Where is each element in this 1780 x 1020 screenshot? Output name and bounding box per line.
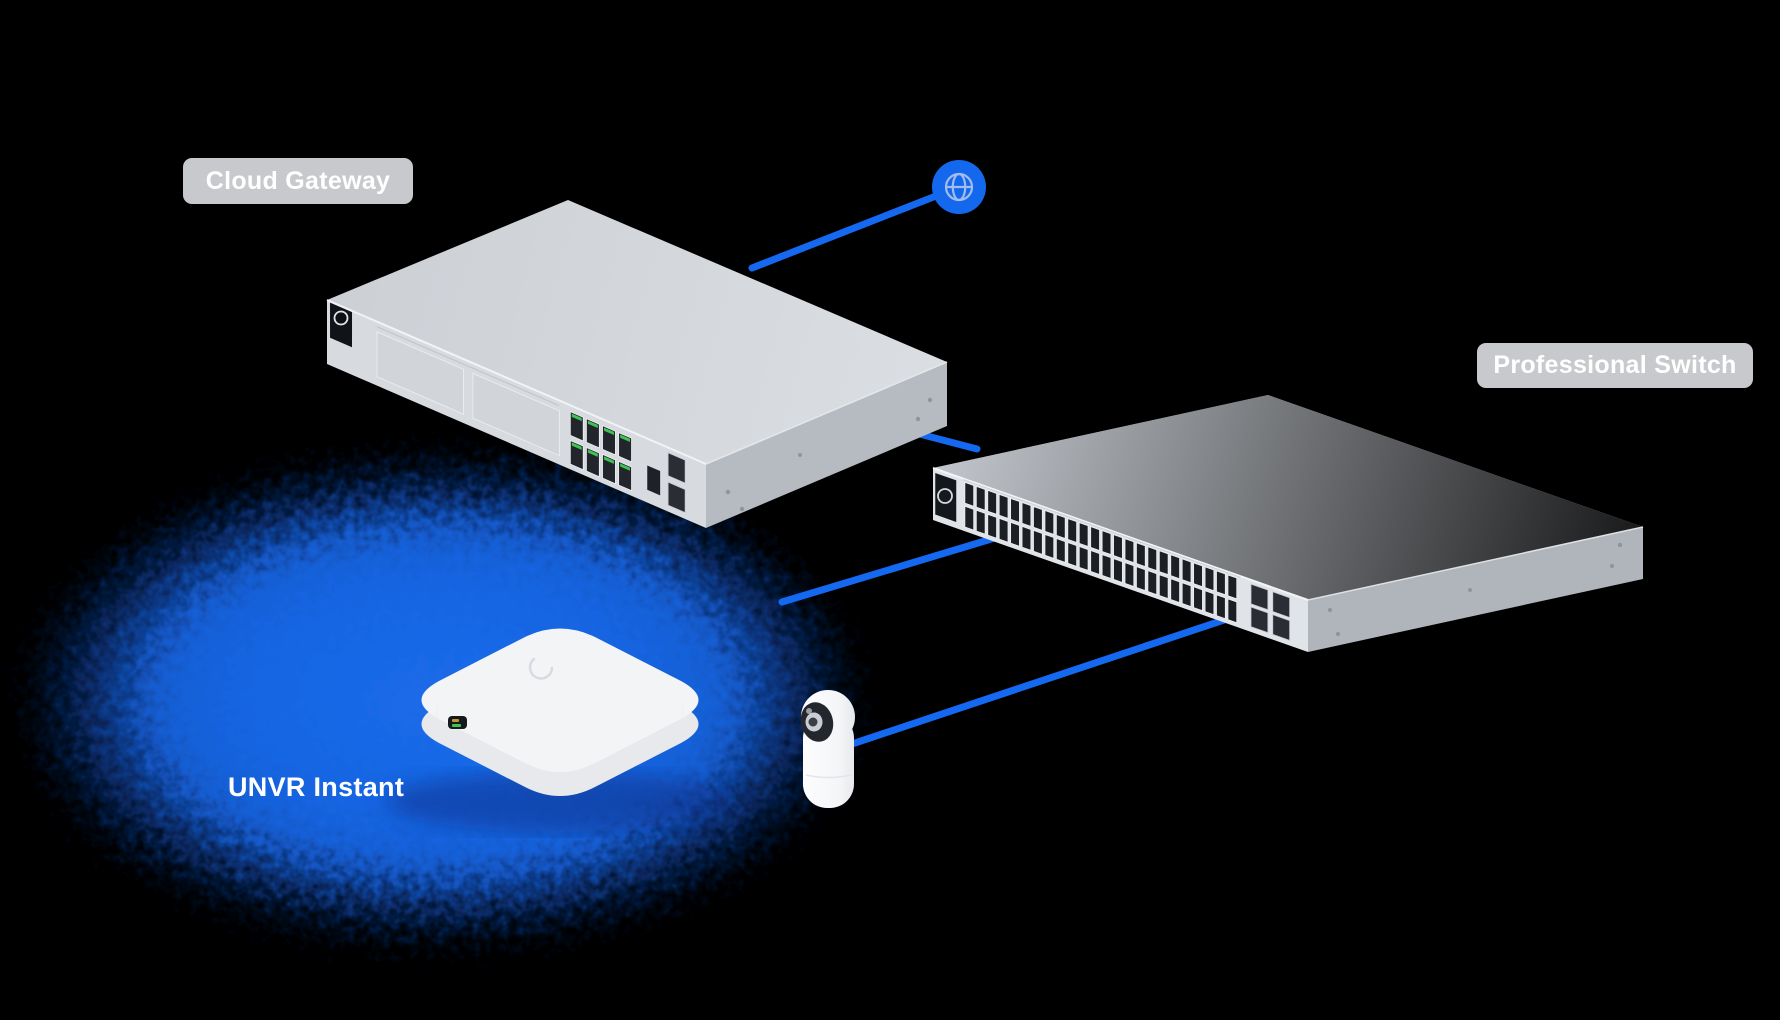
unvr-front-port [448, 716, 467, 729]
camera-device [800, 690, 855, 808]
professional-switch-device [933, 395, 1644, 652]
cloud-gateway-label: Cloud Gateway [183, 158, 413, 204]
camera-lens [800, 702, 834, 742]
connection-line-switch-camera [848, 609, 1249, 748]
unvr-instant-label: UNVR Instant [228, 772, 405, 802]
globe-icon [932, 160, 986, 214]
switch-sfp-ports [1251, 584, 1290, 640]
unvr-logo [528, 657, 554, 680]
switch-status-display [937, 488, 953, 504]
gateway-endcap-screws [725, 397, 933, 512]
gateway-status-display [333, 310, 349, 326]
connection-line-internet-gateway [748, 183, 963, 272]
gateway-drive-bays [377, 332, 559, 456]
connection-line-switch-unvr [778, 530, 1012, 606]
switch-rj45-ports [965, 482, 1237, 622]
unvr-instant-device [385, 628, 735, 832]
gateway-sfp-ports [668, 453, 685, 513]
switch-endcap-screws [1327, 542, 1623, 637]
cloud-gateway-device [327, 200, 948, 528]
professional-switch-label: Professional Switch [1477, 343, 1753, 388]
gateway-rj45-ports [570, 412, 631, 491]
